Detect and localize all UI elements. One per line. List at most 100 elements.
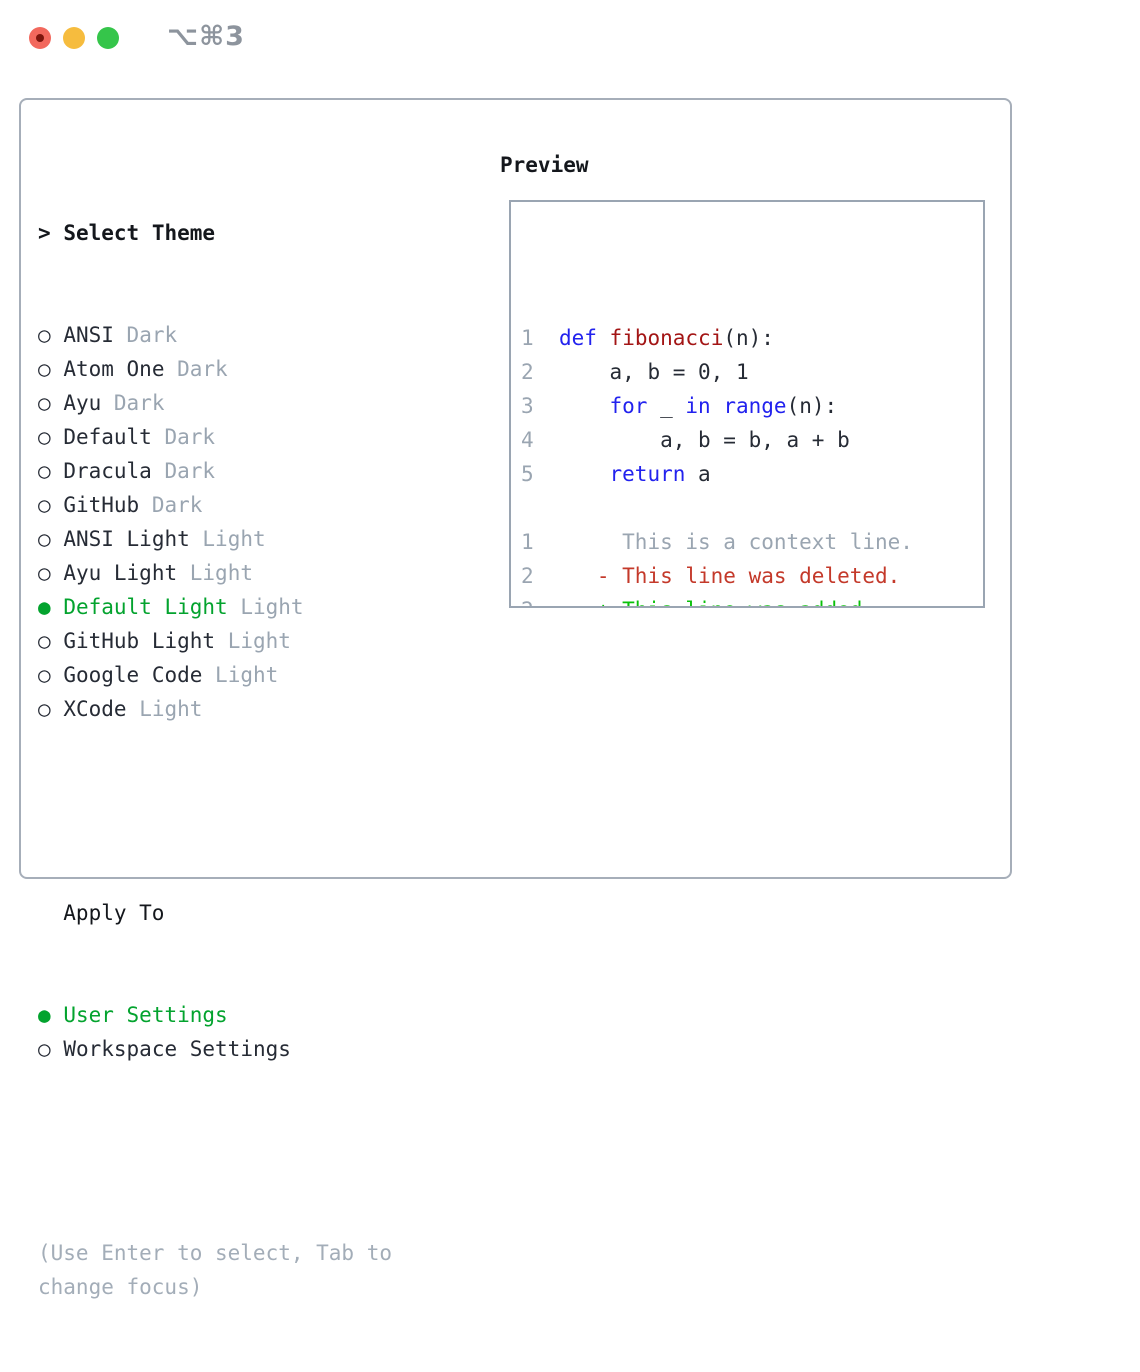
line-number: 1 xyxy=(521,530,534,554)
theme-variant: Dark xyxy=(164,425,216,449)
code-segment: in xyxy=(685,394,711,418)
theme-variant: Light xyxy=(227,629,291,653)
apply-to-option[interactable]: ○ Workspace Settings xyxy=(38,1032,438,1066)
theme-option[interactable]: ○ GitHub Dark xyxy=(38,488,438,522)
minimize-button[interactable] xyxy=(63,27,85,49)
theme-option[interactable]: ○ ANSI Dark xyxy=(38,318,438,352)
code-segment: return xyxy=(609,462,686,486)
theme-name: Ayu Light xyxy=(63,561,178,585)
theme-name: ANSI Light xyxy=(63,527,190,551)
theme-variant: Dark xyxy=(177,357,228,381)
theme-variant: Dark xyxy=(126,323,178,347)
theme-option[interactable]: ○ Ayu Dark xyxy=(38,386,438,420)
theme-name: GitHub Light xyxy=(63,629,216,653)
close-button[interactable] xyxy=(29,27,51,49)
theme-variant: Light xyxy=(202,527,266,551)
theme-name: Dracula xyxy=(63,459,152,483)
keyboard-hint: (Use Enter to select, Tab to change focu… xyxy=(38,1241,393,1299)
radio-off-icon: ○ xyxy=(38,493,51,517)
apply-to-option[interactable]: ● User Settings xyxy=(38,998,438,1032)
theme-name: GitHub xyxy=(63,493,140,517)
code-segment xyxy=(534,326,559,350)
apply-to-label: Workspace Settings xyxy=(63,1037,291,1061)
apply-to-list: ● User Settings○ Workspace Settings xyxy=(38,998,438,1066)
line-number: 2 xyxy=(521,564,534,588)
code-segment: a, b = b, a + b xyxy=(533,428,850,452)
radio-off-icon: ○ xyxy=(38,697,51,721)
radio-off-icon: ○ xyxy=(38,459,51,483)
line-number: 5 xyxy=(521,462,534,486)
radio-off-icon: ○ xyxy=(38,357,51,381)
zoom-button[interactable] xyxy=(97,27,119,49)
radio-on-icon: ● xyxy=(38,595,51,619)
theme-variant: Dark xyxy=(151,493,203,517)
theme-option[interactable]: ○ Default Dark xyxy=(38,420,438,454)
code-line: 2 a, b = 0, 1 xyxy=(521,355,983,389)
code-line: 1 def fibonacci(n): xyxy=(521,321,983,355)
code-segment: a, b = 0, 1 xyxy=(533,360,749,384)
radio-off-icon: ○ xyxy=(38,663,51,687)
theme-name: Default Light xyxy=(63,595,228,619)
theme-option[interactable]: ○ Dracula Dark xyxy=(38,454,438,488)
theme-option[interactable]: ○ Atom One Dark xyxy=(38,352,438,386)
code-segment xyxy=(534,462,610,486)
theme-variant: Light xyxy=(215,663,279,687)
theme-list: ○ ANSI Dark○ Atom One Dark○ Ayu Dark○ De… xyxy=(38,318,438,726)
radio-off-icon: ○ xyxy=(38,391,51,415)
code-segment: This is a context line. xyxy=(533,530,913,554)
theme-picker-panel: > Select Theme ○ ANSI Dark○ Atom One Dar… xyxy=(19,98,1012,1299)
line-number: 4 xyxy=(521,428,534,452)
code-segment: for xyxy=(609,394,648,418)
radio-off-icon: ○ xyxy=(38,629,51,653)
theme-variant: Light xyxy=(189,561,253,585)
theme-option[interactable]: ○ Ayu Light Light xyxy=(38,556,438,590)
code-segment: - This line was deleted. xyxy=(533,564,901,588)
theme-option[interactable]: ○ XCode Light xyxy=(38,692,438,726)
blank-line xyxy=(521,287,983,321)
theme-option[interactable]: ● Default Light Light xyxy=(38,590,438,624)
code-line: 2 - This line was deleted. xyxy=(521,559,983,593)
select-theme-title: Select Theme xyxy=(63,221,216,245)
theme-variant: Dark xyxy=(113,391,165,415)
select-theme-heading: > Select Theme xyxy=(38,216,438,250)
left-column: > Select Theme ○ ANSI Dark○ Atom One Dar… xyxy=(38,148,438,1372)
apply-to-heading: Apply To xyxy=(63,901,165,925)
code-segment xyxy=(711,394,724,418)
radio-off-icon: ○ xyxy=(38,1037,51,1061)
radio-off-icon: ○ xyxy=(38,561,51,585)
line-number: 3 xyxy=(521,394,534,418)
radio-off-icon: ○ xyxy=(38,527,51,551)
theme-option[interactable]: ○ ANSI Light Light xyxy=(38,522,438,556)
focus-caret-icon: > xyxy=(38,221,51,245)
theme-name: Default xyxy=(63,425,152,449)
code-segment: range xyxy=(723,394,787,418)
theme-name: Atom One xyxy=(63,357,165,381)
code-line: 5 return a xyxy=(521,457,983,491)
theme-option[interactable]: ○ Google Code Light xyxy=(38,658,438,692)
theme-option[interactable]: ○ GitHub Light Light xyxy=(38,624,438,658)
blank-line xyxy=(521,491,983,525)
theme-name: Google Code xyxy=(63,663,203,687)
spacer xyxy=(38,1134,438,1168)
theme-variant: Light xyxy=(139,697,203,721)
theme-variant: Dark xyxy=(164,459,216,483)
theme-variant: Light xyxy=(240,595,304,619)
preview-heading: Preview xyxy=(500,153,589,177)
line-number: 1 xyxy=(521,326,534,350)
code-segment: def xyxy=(558,326,597,350)
theme-name: XCode xyxy=(63,697,127,721)
code-segment xyxy=(597,326,610,350)
code-line: 4 a, b = b, a + b xyxy=(521,423,983,457)
radio-on-icon: ● xyxy=(38,1003,51,1027)
code-line: 3 for _ in range(n): xyxy=(521,389,983,423)
keyboard-shortcut-label: ⌥⌘3 xyxy=(167,21,245,52)
titlebar: ⌥⌘3 xyxy=(0,0,1140,98)
spacer xyxy=(38,794,438,828)
apply-to-label: User Settings xyxy=(63,1003,228,1027)
line-number: 2 xyxy=(521,598,534,606)
radio-off-icon: ○ xyxy=(38,323,51,347)
code-segment: (n): xyxy=(723,326,774,350)
code-line: 2 + This line was added. xyxy=(521,593,983,606)
